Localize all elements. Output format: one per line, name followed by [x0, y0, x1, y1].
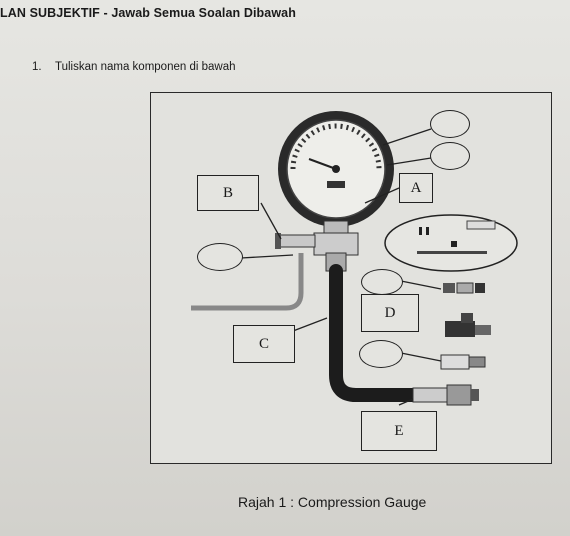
- label-box-e: E: [361, 411, 437, 451]
- label-a: A: [410, 179, 422, 196]
- answer-circle-5: [359, 340, 403, 368]
- label-box-b: B: [197, 175, 259, 211]
- label-b: B: [222, 184, 233, 201]
- hose: [329, 264, 420, 402]
- label-d: D: [384, 304, 396, 321]
- answer-circle-1: [430, 110, 470, 138]
- label-box-a: A: [399, 173, 433, 203]
- compression-gauge-illustration: [191, 111, 518, 406]
- accessory-adapters: [440, 282, 491, 370]
- answer-circle-2: [430, 142, 470, 170]
- label-c: C: [258, 335, 269, 352]
- compression-gauge-figure: A B C D E: [150, 92, 552, 464]
- hose-adapter: [412, 384, 479, 406]
- answer-circle-4: [361, 269, 403, 295]
- answer-circle-3: [197, 243, 243, 271]
- section-header: LAN SUBJEKTIF - Jawab Semua Soalan Dibaw…: [0, 6, 296, 20]
- question-1: 1. Tuliskan nama komponen di bawah: [32, 61, 236, 73]
- gauge-neck: [313, 220, 359, 272]
- parts-oval: [384, 214, 518, 272]
- extension-hose: [191, 253, 304, 311]
- label-box-d: D: [361, 294, 419, 332]
- figure-caption: Rajah 1 : Compression Gauge: [238, 494, 427, 510]
- release-valve: [275, 233, 316, 249]
- label-box-c: C: [233, 325, 295, 363]
- question-text: Tuliskan nama komponen di bawah: [55, 61, 236, 73]
- question-number: 1.: [32, 61, 42, 73]
- label-e: E: [394, 422, 404, 439]
- gauge-dial: [278, 111, 394, 227]
